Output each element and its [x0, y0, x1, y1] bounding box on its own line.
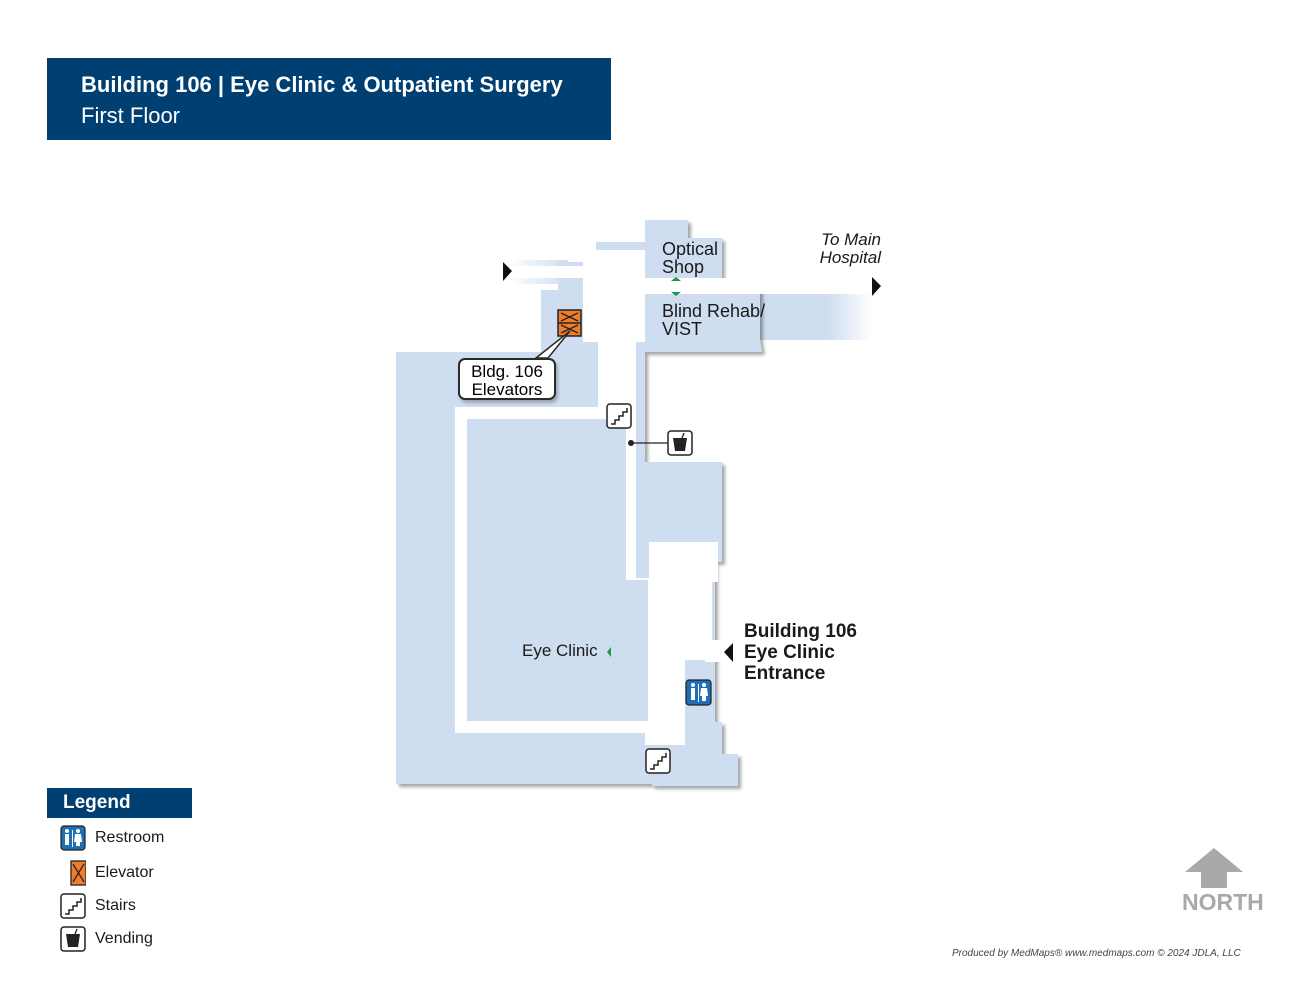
- map-header: Building 106 | Eye Clinic & Outpatient S…: [47, 58, 611, 140]
- restroom-icon[interactable]: [685, 679, 712, 706]
- optical-shop-label: Optical Shop: [662, 240, 718, 276]
- west-corridor: [508, 266, 588, 278]
- optical-shop-label-line1: Optical: [662, 239, 719, 259]
- eye-clinic-area: [467, 419, 626, 721]
- entrance-vestibule: [705, 640, 733, 662]
- loop-corridor-west: [455, 407, 467, 733]
- loop-corridor-south: [455, 721, 675, 733]
- stairs-icon[interactable]: [645, 748, 671, 774]
- corridor-to-main-hospital: [645, 278, 873, 294]
- loop-corridor-north: [455, 407, 601, 419]
- elevator-lobby: [583, 250, 645, 342]
- west-exit-arrow-icon: [503, 262, 512, 281]
- blind-rehab-label-line2: VIST: [662, 319, 703, 339]
- legend-label-restroom: Restroom: [95, 829, 165, 846]
- to-main-hospital-arrow-icon[interactable]: [872, 277, 881, 296]
- to-main-hospital-line1: To Main: [821, 230, 881, 249]
- legend-label-stairs: Stairs: [95, 897, 136, 914]
- stairs-icon[interactable]: [606, 403, 632, 429]
- eye-clinic-label: Eye Clinic: [522, 641, 598, 660]
- optical-shop-door-icon: [671, 277, 681, 281]
- elevator-callout: Bldg. 106 Elevators: [458, 358, 556, 400]
- vending-icon[interactable]: [667, 430, 693, 456]
- entrance-label-line3: Entrance: [744, 663, 826, 684]
- blind-rehab-door-icon: [671, 292, 681, 296]
- to-main-hospital-label: To Main Hospital: [800, 231, 881, 267]
- entrance-label-line1: Building 106: [744, 621, 857, 642]
- elevator-callout-line2: Elevators: [471, 380, 543, 399]
- eye-clinic-annex: [626, 580, 648, 721]
- floor-subtitle: First Floor: [81, 103, 180, 128]
- south-corridor: [645, 655, 685, 745]
- entrance-arrow-icon[interactable]: [724, 643, 733, 662]
- narrow-corridor: [626, 440, 636, 580]
- blind-rehab-label-line1: Blind Rehab/: [662, 301, 766, 321]
- stairs-icon: [60, 893, 86, 919]
- map-title: Building 106 | Eye Clinic & Outpatient S…: [81, 72, 563, 97]
- lobby-north: [649, 542, 718, 582]
- vending-icon: [60, 926, 86, 952]
- eye-clinic-door-icon: [607, 647, 611, 657]
- north-label: NORTH: [1182, 889, 1264, 915]
- legend-title: Legend: [47, 788, 192, 818]
- elevator-icon: [70, 860, 86, 886]
- elevator-icon[interactable]: [557, 309, 582, 337]
- entrance-label: Building 106 Eye Clinic Entrance: [744, 621, 857, 684]
- restroom-icon: [60, 825, 86, 851]
- optical-shop-label-line2: Shop: [662, 257, 705, 277]
- legend-label-vending: Vending: [95, 930, 153, 947]
- elevator-callout-line1: Bldg. 106: [471, 362, 543, 381]
- north-arrow-icon: [1185, 848, 1243, 888]
- blind-rehab-label: Blind Rehab/ VIST: [662, 302, 765, 338]
- legend-label-elevator: Elevator: [95, 864, 154, 881]
- to-main-hospital-line2: Hospital: [819, 248, 881, 267]
- credit-line: Produced by MedMaps® www.medmaps.com © 2…: [952, 948, 1241, 959]
- entrance-label-line2: Eye Clinic: [744, 642, 835, 663]
